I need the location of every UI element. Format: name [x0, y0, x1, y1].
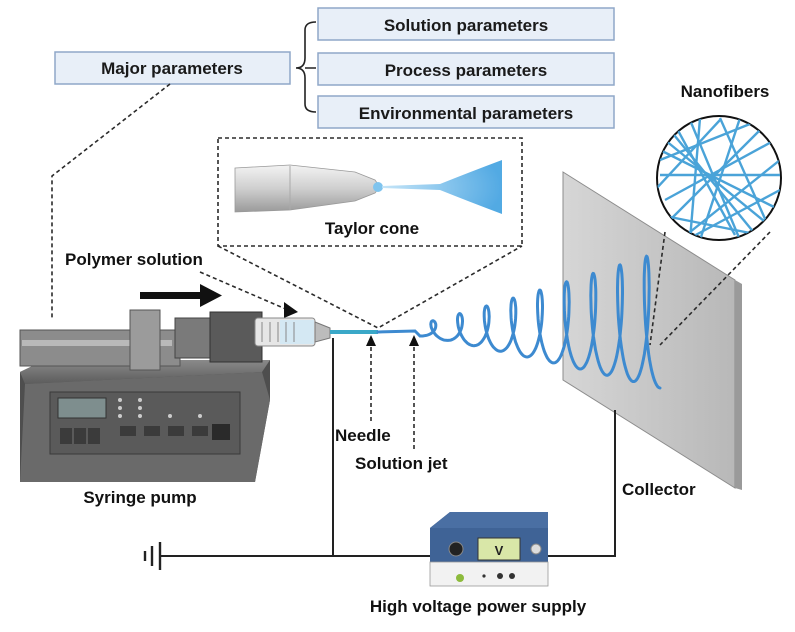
collector-plate: Collector [562, 171, 742, 499]
nanofiber-strand [664, 139, 776, 231]
nanofiber-strand [659, 118, 761, 162]
nanofiber-strand [688, 117, 702, 240]
polymer-solution-arrowhead [284, 302, 298, 318]
power-supply: V High voltage power supply [370, 512, 587, 616]
nanofiber-strand [669, 129, 761, 240]
power-supply-label: High voltage power supply [370, 597, 587, 616]
solution-jet-label: Solution jet [355, 454, 448, 473]
whipping-jet [376, 254, 662, 390]
solution-jet-pointer: Solution jet [355, 335, 448, 473]
solution-parameters-box: Solution parameters [317, 7, 615, 41]
nanofibers-label: Nanofibers [681, 82, 770, 101]
process-parameters-box: Process parameters [317, 52, 615, 86]
nanofiber-strand [718, 117, 772, 231]
taylor-cone-inset: Taylor cone [217, 137, 523, 247]
major-parameters-box: Major parameters [54, 51, 291, 85]
ground-symbol [143, 542, 162, 570]
environmental-parameters-box: Environmental parameters [317, 95, 615, 129]
push-arrow [140, 284, 222, 307]
collector-label: Collector [622, 480, 696, 499]
polymer-solution-leader [199, 271, 289, 311]
nanofiber-strand [673, 124, 737, 236]
syringe [254, 317, 378, 347]
circuit-wires [160, 338, 616, 557]
voltmeter-unit: V [495, 543, 504, 558]
polymer-solution-label: Polymer solution [65, 250, 203, 269]
taylor-cone-label: Taylor cone [325, 219, 419, 238]
nanofiber-strand [657, 119, 721, 191]
syringe-pump: Syringe pump [19, 309, 270, 507]
taylor-cone-leaders [217, 245, 523, 329]
process-parameters-label: Process parameters [385, 61, 548, 80]
solution-parameters-label: Solution parameters [384, 16, 548, 35]
needle-label: Needle [335, 426, 391, 445]
nanofiber-strand [679, 159, 781, 240]
major-parameters-leader [51, 83, 171, 320]
environmental-parameters-label: Environmental parameters [359, 104, 573, 123]
nanofiber-strand [689, 188, 781, 240]
nanofiber-strand [659, 213, 761, 237]
needle-pointer: Needle [335, 335, 391, 445]
nanofiber-strand [659, 119, 771, 231]
nanofibers-inset: Nanofibers [649, 82, 782, 346]
syringe-pump-label: Syringe pump [83, 488, 196, 507]
brace [295, 21, 317, 113]
nanofiber-strand [698, 117, 742, 240]
major-parameters-label: Major parameters [101, 59, 243, 78]
